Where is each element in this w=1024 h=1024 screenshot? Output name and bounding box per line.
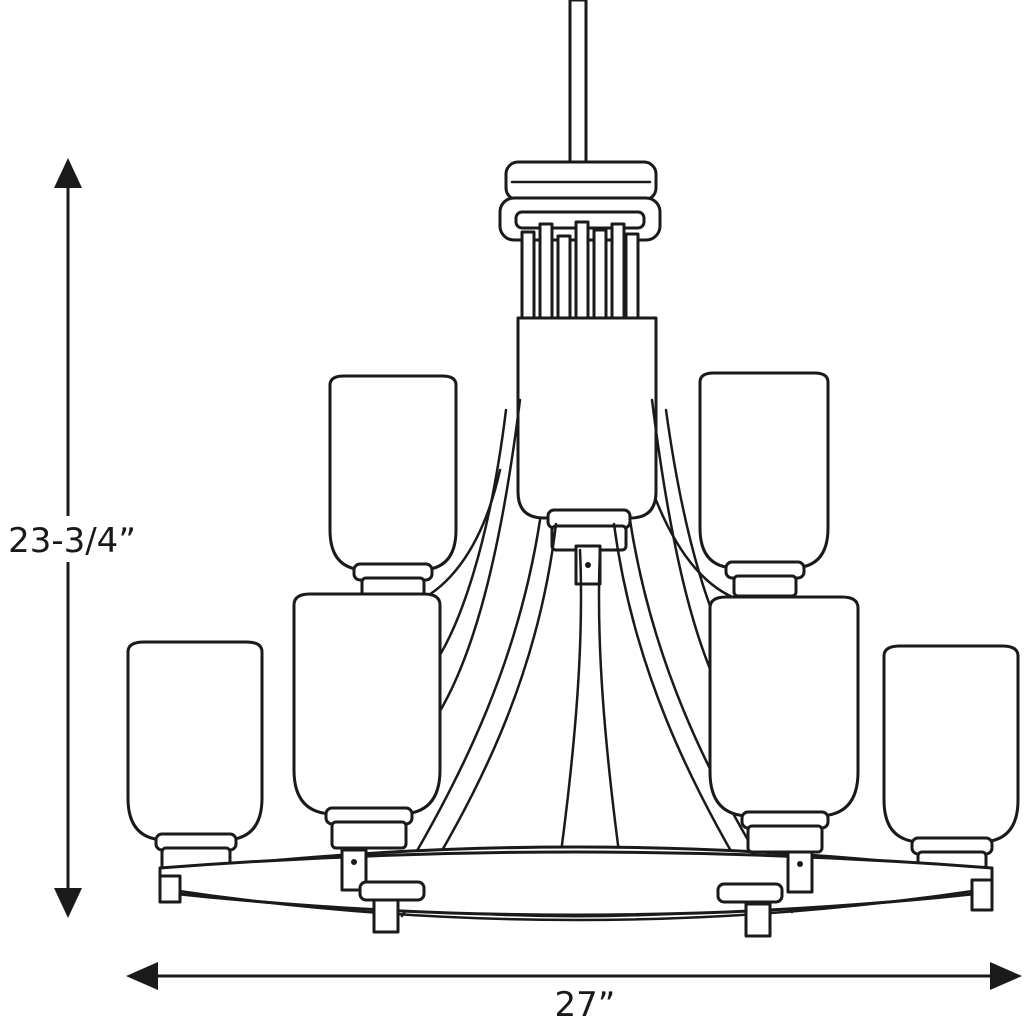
ring-brackets <box>158 848 994 938</box>
ring-front <box>158 850 994 922</box>
bracket-left-outer <box>158 874 182 904</box>
stem-rod <box>568 0 588 172</box>
upper-right-shade <box>698 371 830 598</box>
upper-left-shade <box>328 374 458 600</box>
foot-right <box>744 902 772 938</box>
height-arrow-top-icon <box>54 158 82 188</box>
height-label: 23-3/4” <box>8 521 136 561</box>
width-arrow-right-icon <box>990 962 1022 990</box>
width-arrow-left-icon <box>126 962 158 990</box>
center-tubes <box>520 220 640 324</box>
center-column <box>516 316 658 520</box>
lower-right-outer-shade <box>882 644 1020 876</box>
top-body <box>498 160 662 586</box>
width-dimension: 27” <box>126 962 1022 1024</box>
height-arrow-bottom-icon <box>54 888 82 918</box>
bracket-right-inner <box>786 850 814 894</box>
lower-right-inner-shade <box>708 595 860 854</box>
chandelier <box>126 0 1020 938</box>
height-dimension: 23-3/4” <box>6 158 136 918</box>
lower-left-outer-shade <box>126 640 264 872</box>
bracket-right-outer <box>970 878 994 912</box>
width-label: 27” <box>555 985 616 1024</box>
lower-left-inner-shade <box>292 592 442 850</box>
foot-left <box>372 898 400 934</box>
height-label-mask <box>6 516 134 562</box>
